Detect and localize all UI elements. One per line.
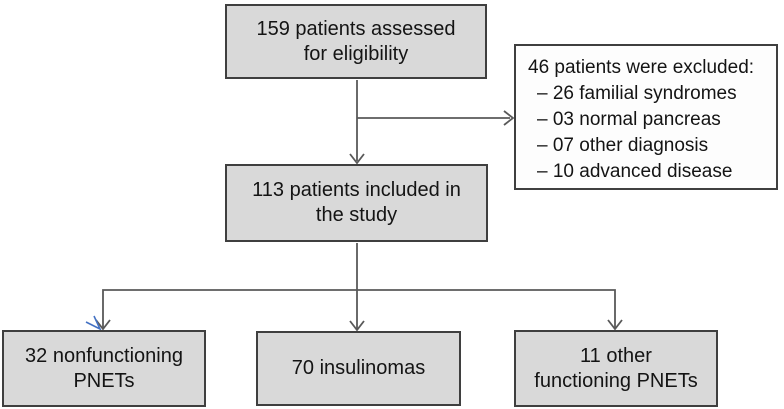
arrowhead-down-insulinomas — [349, 320, 365, 332]
connector-outcomes-rail — [102, 289, 616, 329]
node-included-label: 113 patients included in the study — [252, 179, 461, 226]
node-insulinomas-label: 70 insulinomas — [291, 357, 426, 379]
excluded-item-advanced-disease: – 10 advanced disease — [537, 161, 733, 182]
node-included-in-study: 113 patients included in the study — [225, 164, 488, 242]
node-excluded: 46 patients were excluded: – 26 familial… — [514, 44, 778, 190]
node-insulinomas: 70 insulinomas — [256, 331, 461, 406]
stray-blue-arrowhead — [85, 315, 102, 331]
node-nonfunctioning-label: 32 nonfunctioning PNETs — [25, 344, 183, 392]
node-other-functioning-label: 11 other functioning PNETs — [534, 344, 698, 392]
arrowhead-down-included — [349, 153, 365, 165]
excluded-item-other-diagnosis: – 07 other diagnosis — [537, 135, 709, 156]
arrowhead-down-other-functioning — [607, 319, 623, 331]
node-nonfunctioning-pnets: 32 nonfunctioning PNETs — [2, 330, 206, 407]
arrowhead-down-nonfunctioning — [95, 319, 111, 331]
node-assessed-label: 159 patients assessed for eligibility — [256, 17, 456, 65]
node-assessed-for-eligibility: 159 patients assessed for eligibility — [225, 4, 487, 79]
excluded-item-familial-syndromes: – 26 familial syndromes — [537, 83, 737, 104]
node-other-functioning-pnets: 11 other functioning PNETs — [514, 330, 718, 407]
arrowhead-right-excluded — [503, 110, 515, 126]
excluded-item-normal-pancreas: – 03 normal pancreas — [537, 109, 721, 130]
excluded-title: 46 patients were excluded: — [528, 57, 755, 78]
